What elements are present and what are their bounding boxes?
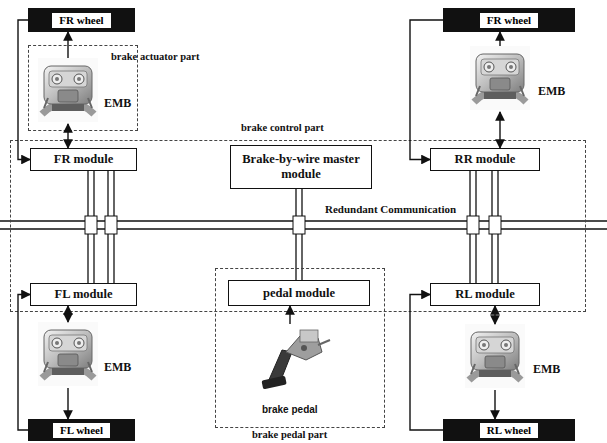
group-box: brake actuator partEMB xyxy=(28,45,138,131)
wheel-bar: FR wheel xyxy=(28,8,135,32)
module-box: RR module xyxy=(430,148,540,171)
signal-arrow xyxy=(499,112,500,148)
module-label: RR module xyxy=(455,152,516,167)
signal-arrow xyxy=(18,295,30,431)
part-label: EMB xyxy=(104,96,131,110)
group-box: brake pedal partpedal modulebrake pedal xyxy=(215,268,385,428)
wheel-bar: FL wheel xyxy=(28,419,135,441)
emb-caliper xyxy=(38,322,98,386)
actuator-part: EMB xyxy=(465,324,561,390)
signal-arrow xyxy=(410,20,443,160)
bus-junctions xyxy=(85,216,501,234)
group-heading: brake actuator part xyxy=(111,51,199,63)
part-label: EMB xyxy=(538,84,565,98)
signal-arrow xyxy=(67,124,68,148)
actuator-part: EMB xyxy=(38,322,130,388)
module-label: RL module xyxy=(455,287,514,302)
module-label: pedal module xyxy=(263,286,335,301)
module-box: pedal module xyxy=(228,280,370,306)
module-label: Brake-by-wire master module xyxy=(235,152,367,182)
signal-arrow xyxy=(410,295,443,431)
emb-caliper xyxy=(470,46,530,110)
part-label: EMB xyxy=(533,362,560,376)
module-box: FR module xyxy=(30,148,137,171)
signal-arrow xyxy=(494,390,495,419)
signal-arrow xyxy=(67,32,68,58)
part-label: EMB xyxy=(104,360,131,374)
module-box: FL module xyxy=(30,283,137,306)
group-heading: brake control part xyxy=(241,122,324,134)
module-label: FL module xyxy=(55,287,113,302)
signal-arrow xyxy=(67,388,68,419)
module-label: FR module xyxy=(54,152,113,167)
actuator-part: EMB xyxy=(38,58,130,124)
actuator-part: EMB xyxy=(470,46,566,112)
emb-caliper xyxy=(465,324,525,388)
signal-arrow xyxy=(289,306,290,324)
actuator-part: brake pedal xyxy=(258,324,338,418)
wheel-label: FR wheel xyxy=(480,13,538,28)
wheel-label: FL wheel xyxy=(53,423,110,438)
wheel-bar: RL wheel xyxy=(443,419,575,441)
signal-arrow xyxy=(499,32,500,46)
signal-arrow xyxy=(18,20,30,160)
part-label: brake pedal xyxy=(262,403,318,417)
signal-arrow xyxy=(494,306,495,324)
wheel-label: RL wheel xyxy=(480,423,538,438)
bus-label: Redundant Communication xyxy=(325,203,456,216)
brake-pedal-illustration xyxy=(261,330,330,389)
wheel-label: FR wheel xyxy=(52,13,110,28)
group-heading: brake pedal part xyxy=(252,429,327,441)
module-box: RL module xyxy=(430,283,540,306)
signal-arrow xyxy=(67,306,68,322)
wheel-bar: FR wheel xyxy=(443,8,575,32)
emb-caliper xyxy=(38,58,98,122)
module-box: Brake-by-wire master module xyxy=(230,145,372,189)
